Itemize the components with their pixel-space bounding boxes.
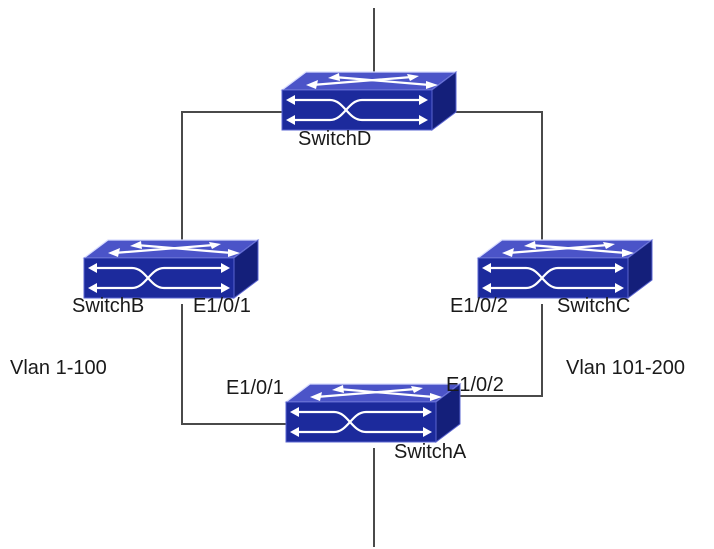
switch-a-label: SwitchA (394, 441, 467, 463)
switch-b-label: SwitchB (72, 295, 144, 317)
network-switch-icon (284, 382, 462, 444)
network-switch-icon (280, 70, 458, 132)
port-label-switchc-e1-0-2: E1/0/2 (450, 295, 508, 317)
switch-c (476, 238, 654, 300)
switch-c-label: SwitchC (557, 295, 630, 317)
link-switchc-switcha (460, 304, 543, 397)
port-label-switcha-e1-0-2: E1/0/2 (446, 374, 504, 396)
switch-b (82, 238, 260, 300)
vlan-label-right: Vlan 101-200 (566, 357, 685, 379)
switch-a (284, 382, 462, 444)
link-switchb-switcha (181, 304, 286, 425)
link-switchd-switchc (444, 111, 543, 245)
port-label-switcha-e1-0-1: E1/0/1 (226, 377, 284, 399)
switch-d-label: SwitchD (298, 128, 371, 150)
port-label-switchb-e1-0-1: E1/0/1 (193, 295, 251, 317)
vlan-label-left: Vlan 1-100 (10, 357, 107, 379)
network-switch-icon (476, 238, 654, 300)
link-switchd-switchb (181, 111, 282, 245)
links (181, 8, 543, 547)
switch-d (280, 70, 458, 132)
network-switch-icon (82, 238, 260, 300)
